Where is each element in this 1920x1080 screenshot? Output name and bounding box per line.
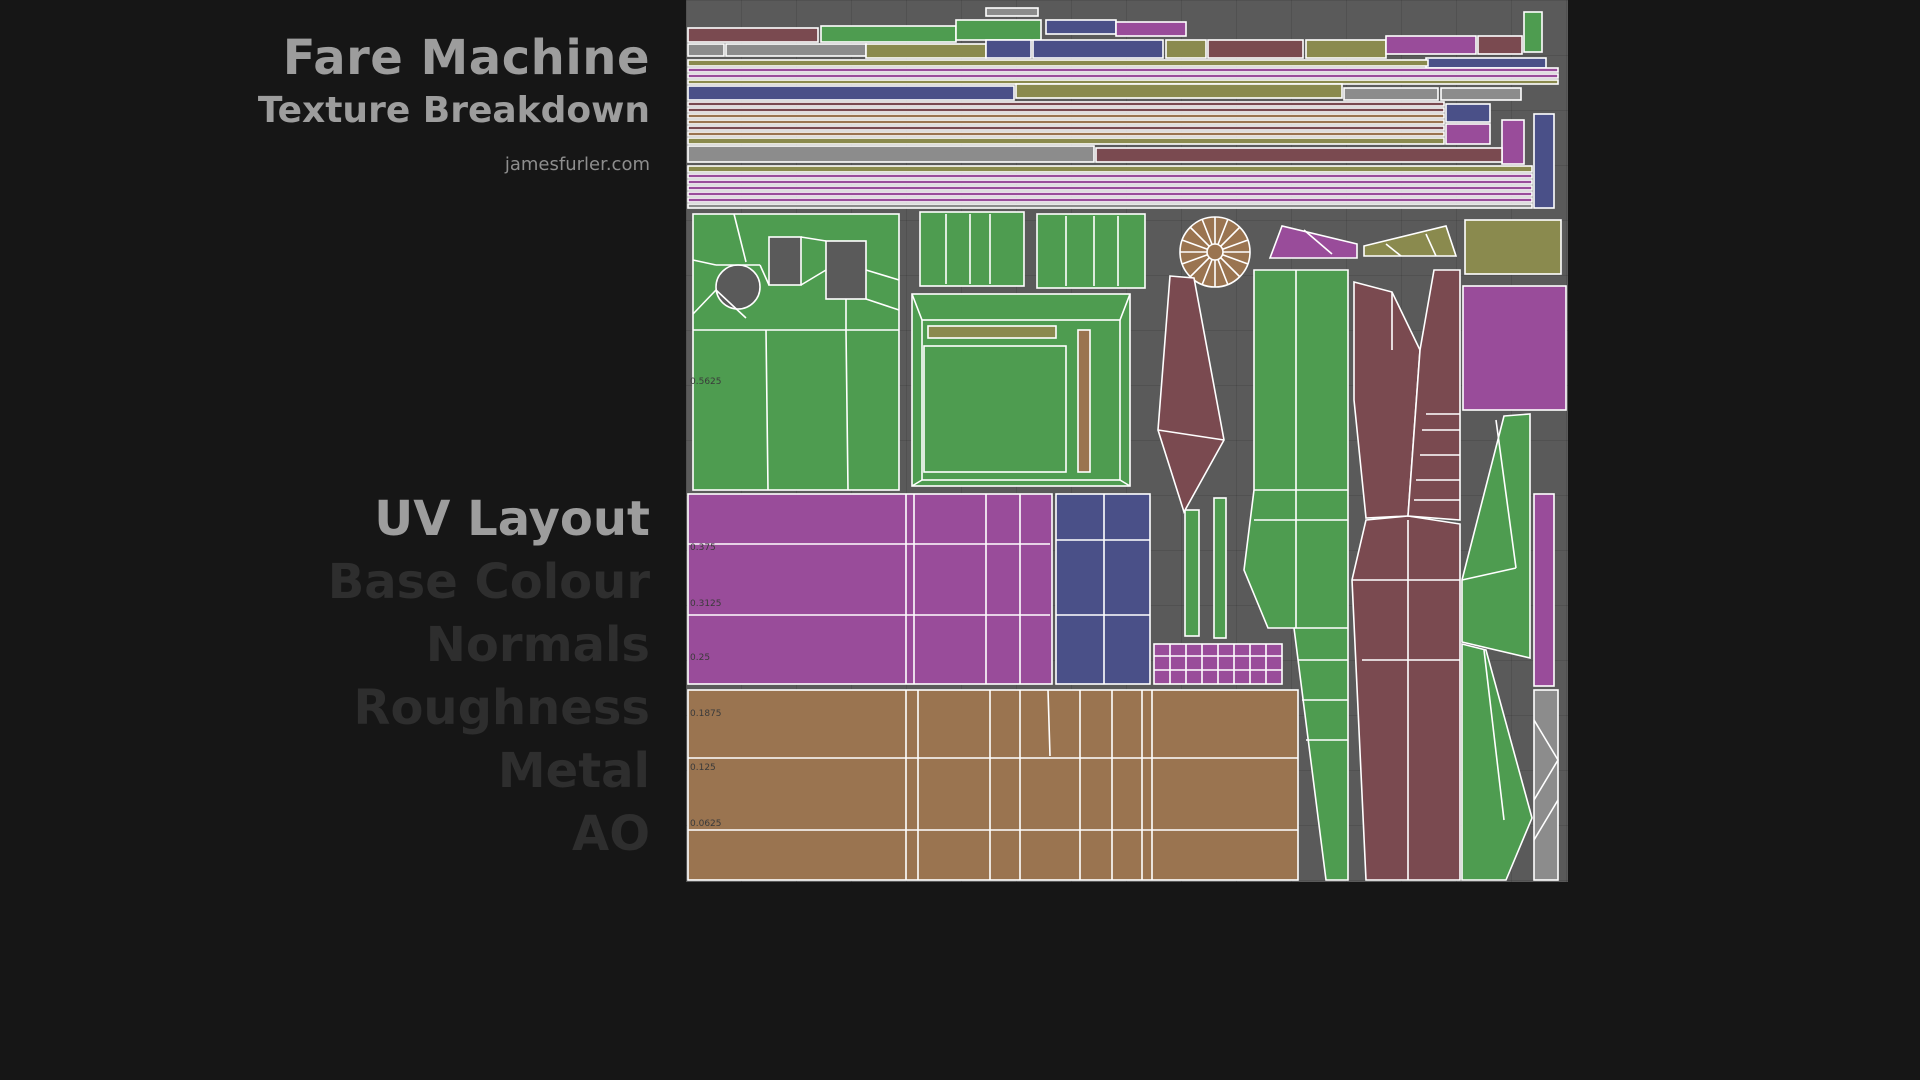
uv-bottom-brown: [687, 689, 1299, 881]
uv-panel-a: [919, 211, 1025, 287]
svg-text:0.3125: 0.3125: [690, 599, 722, 609]
uv-layout-image: 0.5625 0.375 0.3125 0.25 0.1875 0.125 0.…: [686, 0, 1568, 882]
page-title: Fare Machine: [282, 30, 650, 86]
uv-front-panel: [692, 213, 900, 491]
uv-top-strips: [687, 7, 1559, 209]
uv-screen-bezel: [911, 293, 1131, 487]
info-panel: Fare Machine Texture Breakdown jamesfurl…: [0, 0, 686, 882]
uv-panel-b: [1036, 213, 1146, 289]
map-item-uv-layout[interactable]: UV Layout: [374, 491, 650, 547]
svg-text:0.5625: 0.5625: [690, 377, 722, 387]
svg-text:0.375: 0.375: [690, 543, 716, 553]
map-item-normals[interactable]: Normals: [425, 617, 650, 673]
uv-coin-disc: [1179, 216, 1251, 288]
map-item-metal[interactable]: Metal: [497, 743, 650, 799]
texture-map-menu: UV Layout Base Colour Normals Roughness …: [328, 488, 650, 866]
svg-text:0.25: 0.25: [690, 653, 710, 663]
map-item-ao[interactable]: AO: [572, 806, 650, 862]
map-item-base-colour[interactable]: Base Colour: [327, 554, 650, 610]
svg-text:0.1875: 0.1875: [690, 709, 722, 719]
uv-side-magenta: [687, 493, 1053, 685]
map-item-roughness[interactable]: Roughness: [353, 680, 650, 736]
uv-axis-text: 0.5625 0.375 0.3125 0.25 0.1875 0.125 0.…: [690, 377, 722, 829]
svg-text:0.0625: 0.0625: [690, 819, 722, 829]
uv-side-blue: [1055, 493, 1151, 685]
svg-text:0.125: 0.125: [690, 763, 716, 773]
website-link[interactable]: jamesfurler.com: [504, 154, 650, 175]
uv-side-strip-green: [1243, 269, 1349, 881]
page-subtitle: Texture Breakdown: [257, 90, 650, 131]
uv-side-strip-maroon: [1351, 269, 1461, 881]
uv-islands: 0.5625 0.375 0.3125 0.25 0.1875 0.125 0.…: [687, 7, 1567, 881]
